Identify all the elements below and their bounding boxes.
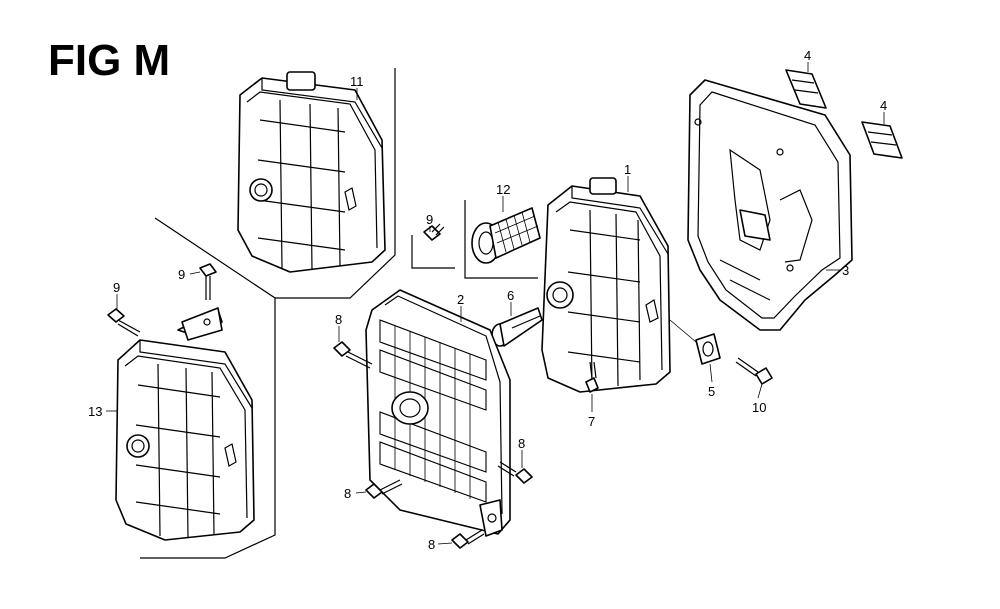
part-5-gasket [669, 319, 721, 365]
bolt-10 [735, 357, 773, 385]
panel-dividers [140, 68, 538, 559]
callout-10: 10 [752, 400, 766, 415]
callout-8-bottom: 8 [428, 537, 435, 552]
callout-11: 11 [350, 74, 364, 89]
bolt-8-upper [333, 341, 373, 369]
callout-2: 2 [457, 292, 464, 307]
callout-1: 1 [624, 162, 631, 177]
callout-9-left: 9 [113, 280, 120, 295]
callout-4-upper: 4 [804, 48, 811, 63]
callout-8-upper: 8 [335, 312, 342, 327]
part-13-muffler [115, 307, 255, 541]
callout-7: 7 [588, 414, 595, 429]
bolt-9-left [107, 308, 141, 337]
callout-9-top: 9 [178, 267, 185, 282]
part-4-clip-lower [861, 121, 903, 159]
callout-6: 6 [507, 288, 514, 303]
bolt-7 [585, 361, 599, 393]
bolt-9-top [199, 263, 217, 300]
callout-8-right: 8 [518, 436, 525, 451]
callout-labels: 11 12 9 9 9 1 2 3 4 4 5 6 7 8 8 8 8 10 1… [88, 48, 887, 552]
part-6-pipe [491, 307, 543, 347]
callout-3: 3 [842, 263, 849, 278]
callout-8-lower-left: 8 [344, 486, 351, 501]
part-3-frame [687, 79, 853, 331]
callout-12: 12 [496, 182, 510, 197]
bolt-8-lower-left [365, 479, 403, 499]
protector-slots [379, 319, 487, 503]
bolt-8-right [497, 461, 533, 484]
bolt-9-center [423, 223, 445, 241]
figure-title: FIG M [48, 36, 171, 85]
leader-lines [106, 62, 885, 545]
part-12-screen [471, 207, 541, 264]
callout-13: 13 [88, 404, 102, 419]
callout-9-center: 9 [426, 212, 433, 227]
bolt-8-bottom [451, 529, 485, 549]
part-1-muffler [541, 177, 671, 393]
part-11-muffler [237, 71, 386, 273]
part-4-clip-upper [785, 69, 827, 109]
part-2-protector [365, 289, 511, 537]
callout-5: 5 [708, 384, 715, 399]
callout-4-lower: 4 [880, 98, 887, 113]
